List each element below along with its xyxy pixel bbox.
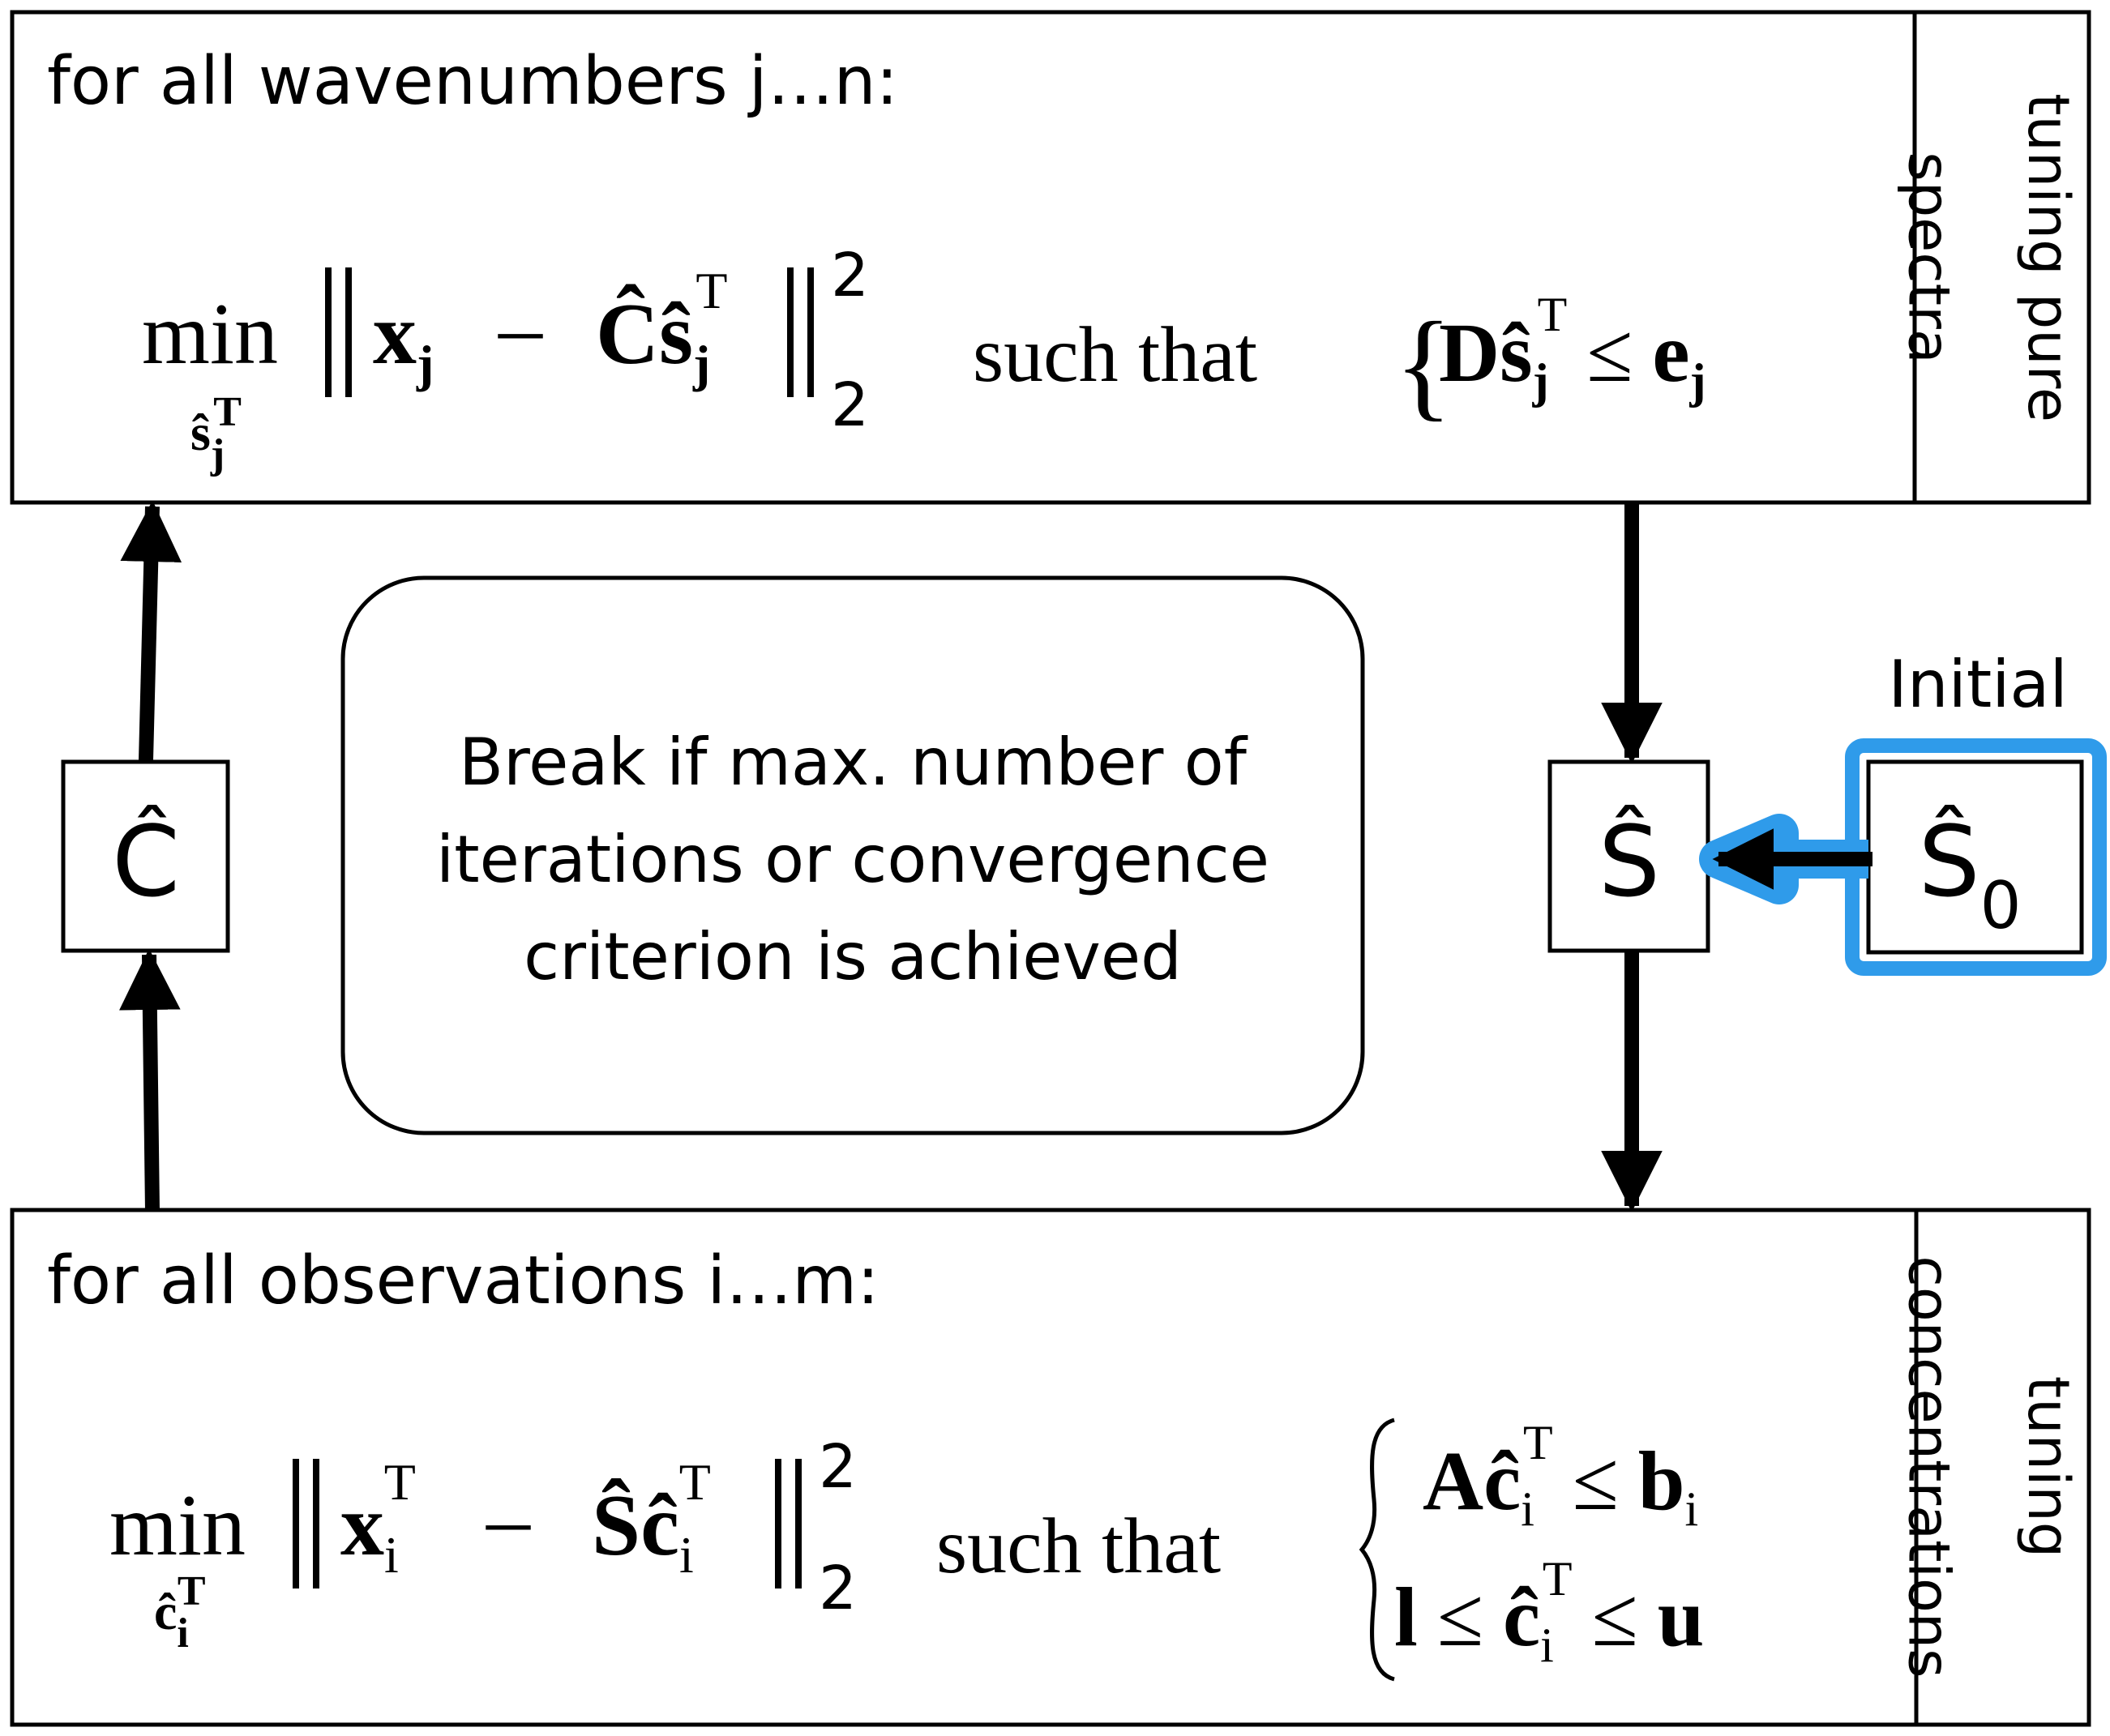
bottom-constraint2-c-sub: i bbox=[1540, 1618, 1554, 1672]
top-constraint-leq: ≤ bbox=[1586, 306, 1633, 400]
bottom-constraint2-c: ĉ bbox=[1503, 1571, 1540, 1664]
bottom-such-that: such that bbox=[936, 1503, 1221, 1590]
top-x-var: x bbox=[373, 286, 417, 383]
bottom-panel: for all observations i…m: tuning concent… bbox=[10, 1208, 2091, 1727]
s-hat-box bbox=[1547, 759, 1710, 953]
bottom-min-sub-index: i bbox=[177, 1610, 188, 1657]
bottom-constraint1-leq: ≤ bbox=[1573, 1435, 1619, 1528]
bottom-constraint1-A: A bbox=[1423, 1435, 1483, 1528]
bottom-min-operator: min bbox=[109, 1477, 246, 1574]
bottom-constraint2-c-sup: T bbox=[1543, 1552, 1573, 1606]
bottom-side-label-line2: concentrations bbox=[1896, 1255, 1962, 1678]
bottom-x-var: x bbox=[340, 1477, 384, 1574]
top-x-term: xj bbox=[373, 286, 434, 392]
bottom-constraint1-c-sup: T bbox=[1523, 1416, 1553, 1469]
top-constraint-expr: DŝjT≤ej bbox=[1439, 288, 1706, 408]
bottom-constraint1-c: ĉ bbox=[1483, 1435, 1521, 1528]
bottom-constraint1: AĉiT≤bi bbox=[1423, 1416, 1698, 1536]
bottom-norm-sup: 2 bbox=[819, 1432, 857, 1502]
s0-node: Ŝ0 bbox=[1845, 738, 2107, 976]
top-such-that: such that bbox=[973, 311, 1257, 399]
bottom-constraint2-leq2: ≤ bbox=[1591, 1571, 1637, 1664]
bottom-constraint1-b: b bbox=[1638, 1435, 1685, 1528]
c-hat-box bbox=[61, 759, 230, 953]
top-side-label: tuning pure spectra bbox=[1896, 93, 2082, 422]
bottom-objective-formula: min ĉiT xiT – ŜĉiT 2 2 bbox=[109, 1432, 857, 1657]
s0-label-sub: 0 bbox=[1980, 868, 2022, 943]
top-min-sub-var: ŝ bbox=[190, 404, 211, 461]
bottom-sc-term: ŜĉiT bbox=[592, 1453, 711, 1584]
bottom-minus: – bbox=[486, 1471, 531, 1567]
top-constraint-brace: { bbox=[1394, 297, 1453, 432]
bottom-min-sub-var: ĉ bbox=[154, 1583, 177, 1640]
top-x-sub: j bbox=[416, 335, 434, 392]
bottom-c-hat: ĉ bbox=[640, 1477, 679, 1574]
top-min-subscript: ŝjT bbox=[190, 389, 242, 477]
top-min-sub-index: j bbox=[210, 431, 225, 477]
c-hat-node: Ĉ bbox=[61, 759, 230, 953]
bottom-x-sub: i bbox=[384, 1526, 399, 1584]
center-note-line2: iterations or convergence bbox=[436, 822, 1269, 897]
bottom-side-label: tuning concentrations bbox=[1896, 1255, 2082, 1678]
top-norm-sub: 2 bbox=[831, 370, 869, 440]
bottom-c-sub: i bbox=[679, 1526, 694, 1584]
top-minus: – bbox=[498, 280, 543, 376]
bottom-norm-sub: 2 bbox=[819, 1554, 857, 1623]
bottom-min-sub-sup: T bbox=[178, 1568, 206, 1614]
arrow-bottom-to-c-hat bbox=[119, 948, 181, 1212]
arrow-c-hat-to-top bbox=[120, 500, 182, 761]
bottom-constraint1-c-sub: i bbox=[1521, 1482, 1534, 1536]
top-c-hat: Ĉ bbox=[596, 284, 659, 383]
top-s-sup: T bbox=[695, 262, 727, 319]
top-s-hat: ŝ bbox=[659, 286, 693, 383]
top-norm-sup: 2 bbox=[831, 241, 869, 310]
bottom-panel-heading: for all observations i…m: bbox=[47, 1242, 880, 1319]
bottom-constraint-brace bbox=[1359, 1417, 1395, 1682]
bottom-constraints: AĉiT≤bi l≤ĉiT≤u bbox=[1394, 1416, 1704, 1672]
top-side-label-line1: tuning pure bbox=[2015, 93, 2082, 422]
bottom-x-term: xiT bbox=[340, 1453, 416, 1584]
top-min-sub-sup: T bbox=[213, 389, 242, 435]
top-constraint-s: ŝ bbox=[1500, 306, 1532, 400]
top-cs-term: ĈŝjT bbox=[596, 262, 727, 392]
initial-label: Initial bbox=[1888, 647, 2067, 722]
top-panel: for all wavenumbers j…n: tuning pure spe… bbox=[10, 10, 2091, 505]
top-side-label-line2: spectra bbox=[1896, 152, 1962, 364]
top-constraint-D: D bbox=[1439, 306, 1500, 400]
bottom-constraint1-b-sub: i bbox=[1685, 1482, 1699, 1536]
bottom-s-hat: Ŝ bbox=[592, 1477, 640, 1574]
top-constraint-e: e bbox=[1652, 306, 1689, 400]
top-panel-frame bbox=[10, 10, 2091, 505]
top-s-sub: j bbox=[692, 335, 710, 392]
bottom-constraint2-l: l bbox=[1394, 1571, 1418, 1664]
bottom-panel-frame bbox=[10, 1208, 2091, 1727]
top-panel-heading: for all wavenumbers j…n: bbox=[47, 43, 898, 120]
arrow-s0-to-s-hat bbox=[1699, 814, 1872, 904]
bottom-x-sup: T bbox=[384, 1453, 416, 1511]
bottom-constraint2: l≤ĉiT≤u bbox=[1394, 1552, 1704, 1672]
s0-label: Ŝ0 bbox=[1918, 806, 2021, 943]
s0-label-S: Ŝ bbox=[1918, 806, 1979, 919]
center-note-frame bbox=[340, 575, 1365, 1135]
center-note: Break if max. number of iterations or co… bbox=[340, 575, 1365, 1135]
top-objective-formula: min ŝjT xj – ĈŝjT 2 2 bbox=[142, 241, 869, 477]
bottom-min-subscript: ĉiT bbox=[154, 1568, 206, 1657]
bottom-constraint2-leq1: ≤ bbox=[1437, 1571, 1483, 1664]
bottom-c-sup: T bbox=[679, 1453, 711, 1511]
top-constraint-s-sup: T bbox=[1538, 288, 1568, 341]
top-constraint: { DŝjT≤ej bbox=[1394, 288, 1706, 432]
center-note-line3: criterion is achieved bbox=[524, 919, 1182, 994]
bottom-side-label-line1: tuning bbox=[2015, 1376, 2082, 1558]
c-hat-label: Ĉ bbox=[112, 806, 180, 919]
top-constraint-e-sub: j bbox=[1688, 354, 1706, 408]
s-hat-label: Ŝ bbox=[1599, 806, 1660, 919]
bottom-constraint2-u: u bbox=[1658, 1571, 1705, 1664]
top-constraint-s-sub: j bbox=[1532, 354, 1549, 408]
top-min-operator: min bbox=[142, 286, 278, 383]
s-hat-node: Ŝ bbox=[1547, 759, 1710, 953]
center-note-line1: Break if max. number of bbox=[459, 725, 1248, 800]
